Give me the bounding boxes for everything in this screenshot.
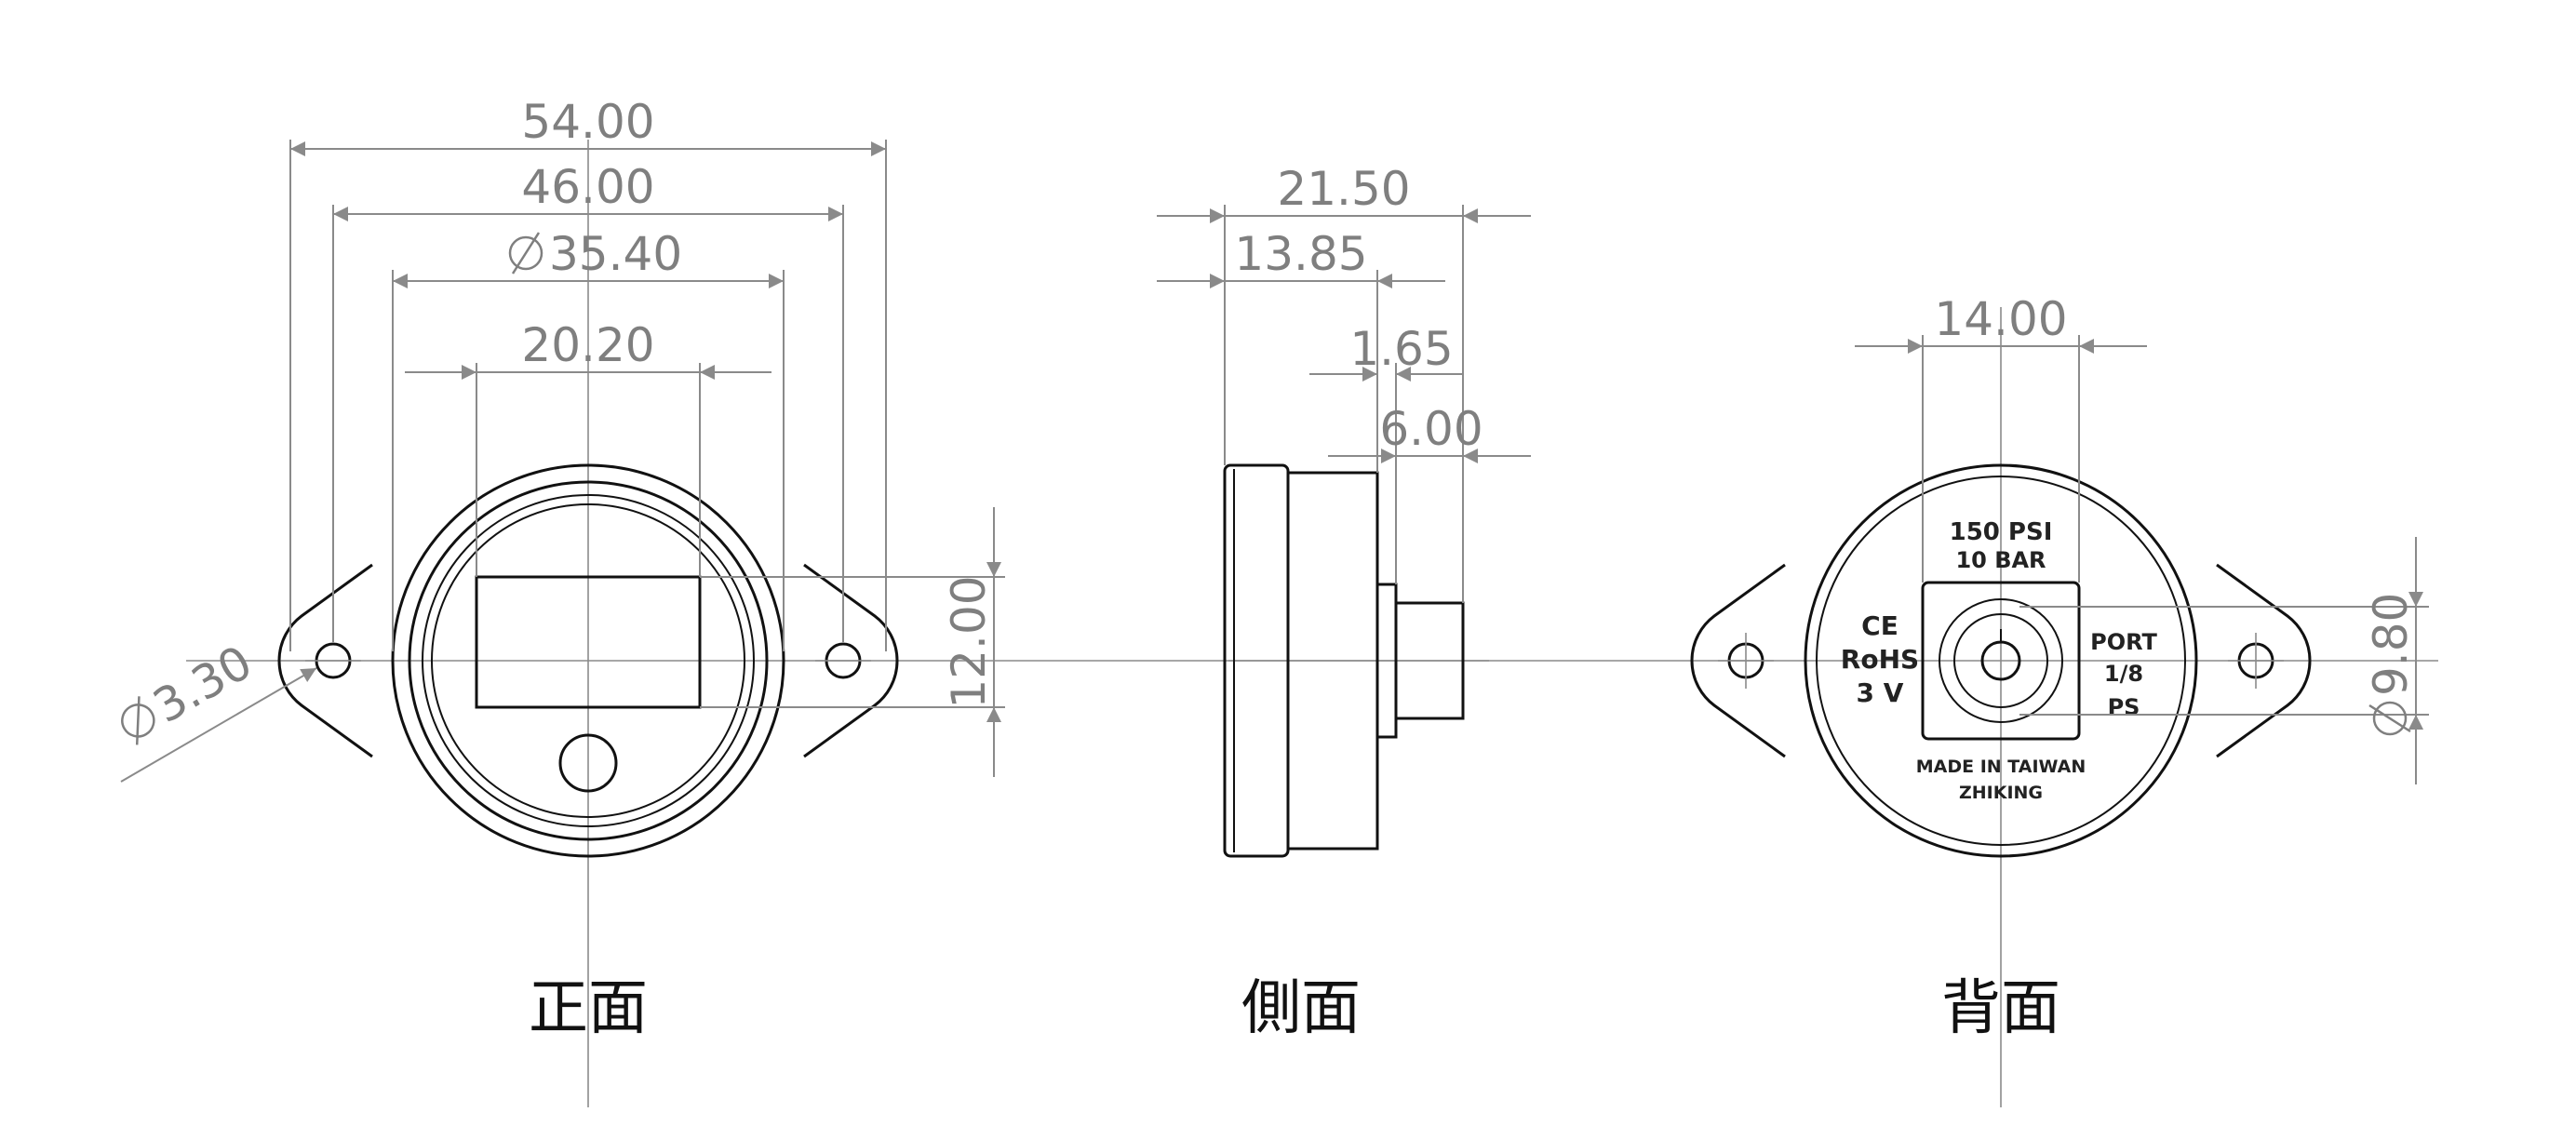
side-extension-lines [1224, 205, 1464, 603]
marking-port: PORT [2090, 629, 2157, 655]
dim-front-hole-diameter: 3.30 [144, 635, 261, 733]
marking-rohs: RoHS [1841, 644, 1919, 675]
back-body-inner [1816, 476, 2186, 846]
label-side-view: 側面 [1241, 974, 1361, 1043]
marking-brand: ZHIKING [1959, 783, 2043, 803]
dim-side-step: 1.65 [1349, 322, 1453, 376]
label-front-view: 正面 [529, 974, 648, 1043]
front-mounting-flange [277, 563, 899, 758]
dim-front-hole-diameter-group: 3.30 [121, 635, 262, 745]
back-port-outer [1953, 613, 2048, 708]
dim-leader-front-hole-diameter [120, 667, 317, 783]
dim-front-hole-spacing: 46.00 [521, 160, 654, 214]
front-display-window [475, 575, 702, 709]
back-port-hex [1939, 598, 2063, 723]
back-view: 150 PSI 10 BAR CE RoHS 3 V PORT 1/8 PS M… [1690, 292, 2429, 1107]
dim-front-body-diameter-group: 35.40 [508, 227, 682, 281]
side-view: 21.50 13.85 1.65 6.00 側面 [1157, 162, 1531, 1043]
dim-back-port-diameter-group: 9.80 [2364, 593, 2418, 736]
marking-voltage: 3 V [1857, 677, 1904, 708]
marking-origin: MADE IN TAIWAN [1916, 757, 2086, 777]
dim-front-overall-width: 54.00 [521, 95, 654, 149]
diameter-symbol-icon [121, 696, 155, 745]
back-mounting-flange [1690, 563, 2312, 758]
marking-ce: CE [1861, 610, 1898, 641]
marking-port-size: 1/8 [2104, 661, 2143, 687]
dim-back-port-width: 14.00 [1934, 292, 2067, 346]
label-back-view: 背面 [1941, 974, 2060, 1043]
marking-port-thread: PS [2108, 694, 2140, 720]
front-button [558, 733, 618, 793]
dim-front-body-diameter: 35.40 [549, 227, 682, 281]
back-extension-lines [1922, 335, 2429, 716]
dim-back-port-diameter: 9.80 [2364, 593, 2418, 696]
dim-front-display-height: 12.00 [942, 575, 996, 708]
dim-side-port-length: 6.00 [1379, 402, 1483, 456]
diameter-symbol-icon [2368, 701, 2411, 736]
marking-pressure-psi: 150 PSI [1950, 518, 2053, 546]
marking-pressure-bar: 10 BAR [1955, 547, 2046, 573]
dim-side-body-depth: 13.85 [1234, 227, 1367, 281]
front-extension-lines [289, 140, 1005, 708]
diameter-symbol-icon [508, 232, 543, 275]
front-bezel-inner [422, 494, 755, 827]
front-bezel-outer [408, 480, 769, 841]
dim-front-display-width: 20.20 [521, 318, 654, 372]
back-body-outer [1804, 463, 2198, 858]
front-view: 54.00 46.00 35.40 20.20 12.00 3.30 正面 [120, 95, 2438, 1107]
dim-side-overall-depth: 21.50 [1277, 162, 1410, 216]
front-lens [431, 503, 745, 818]
back-port-square [1921, 581, 2081, 741]
side-pressure-port [1394, 601, 1465, 720]
front-body-outer [391, 463, 785, 858]
